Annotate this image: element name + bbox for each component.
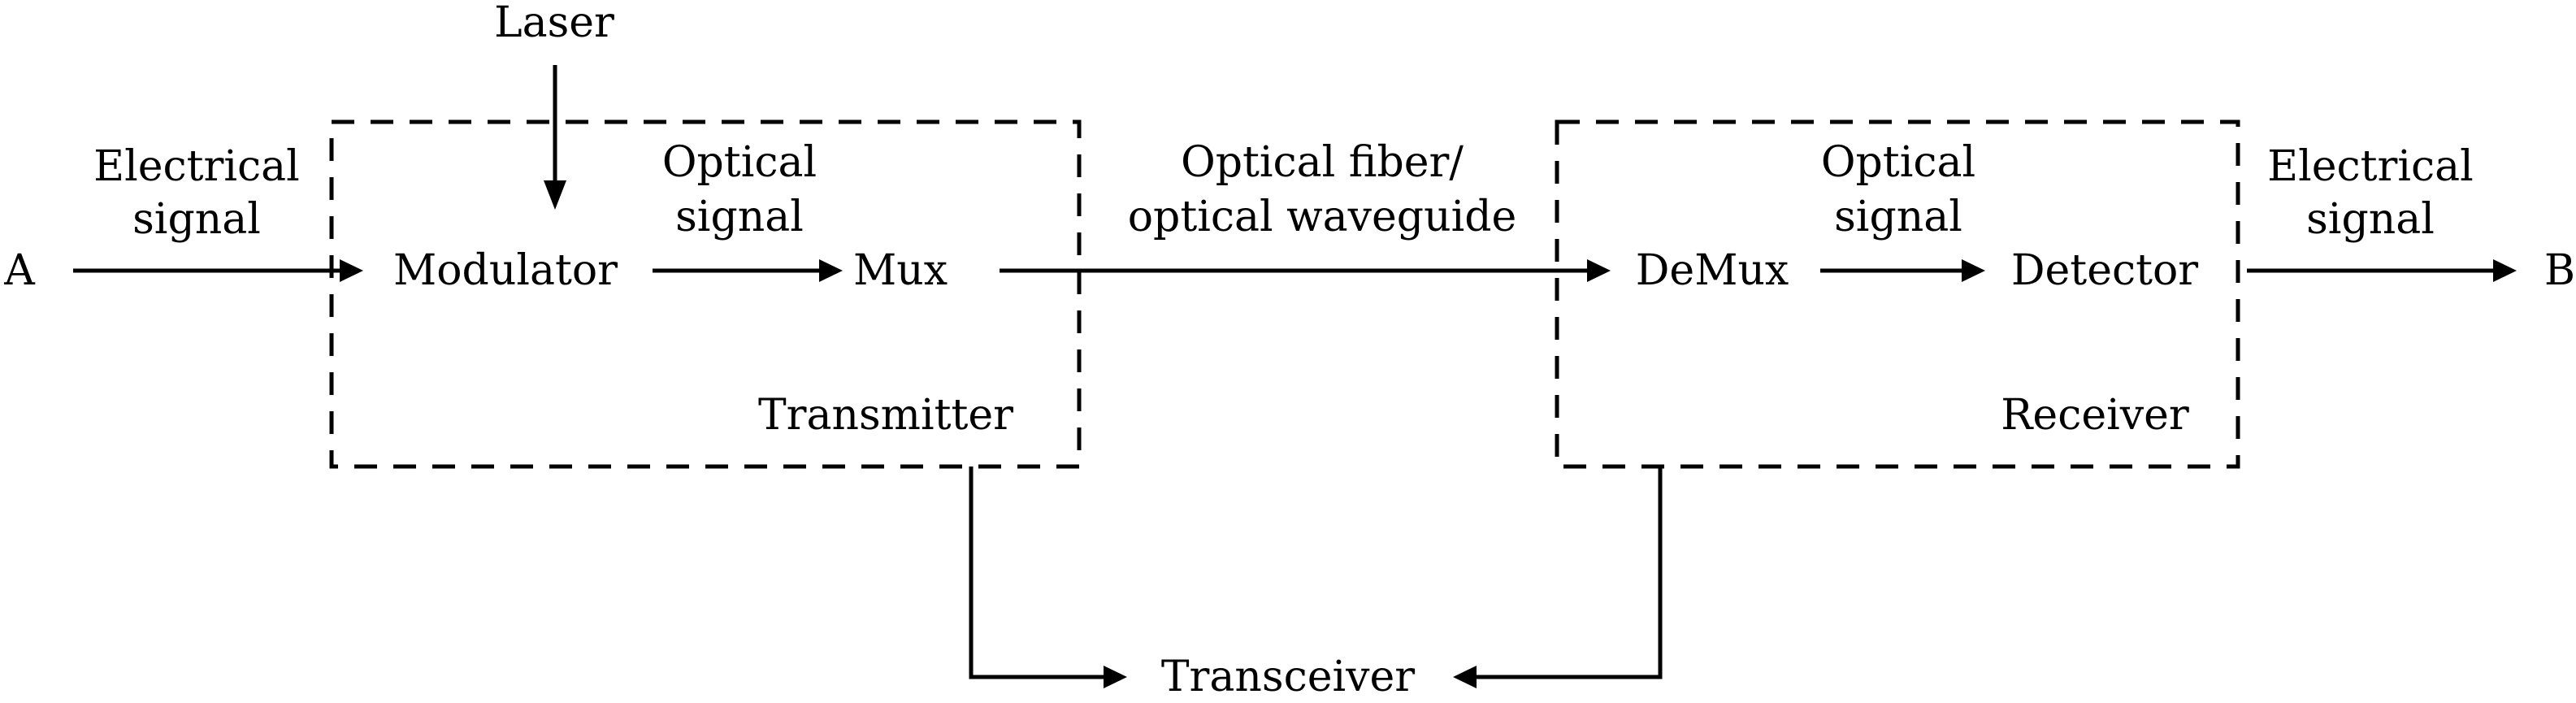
receiver-to-transceiver-head bbox=[1453, 666, 1477, 688]
channel-label-line1: Optical fiber/ bbox=[1181, 138, 1464, 187]
receiver-box bbox=[1555, 119, 2240, 469]
channel-label-line2: optical waveguide bbox=[1128, 193, 1517, 241]
left-link-label-line1: Electrical bbox=[93, 142, 300, 191]
left-link-label-line2: signal bbox=[132, 195, 261, 244]
tx-optical-label-line2: signal bbox=[675, 193, 804, 241]
mux-block: Mux bbox=[853, 246, 948, 295]
detector-to-b-head bbox=[2493, 259, 2517, 282]
right-link-label-line2: signal bbox=[2306, 195, 2435, 244]
receiver-label: Receiver bbox=[2001, 391, 2189, 440]
demux-block: DeMux bbox=[1636, 246, 1789, 295]
demux-to-detector-head bbox=[1962, 259, 1985, 282]
receiver-to-transceiver-line bbox=[1475, 466, 1663, 679]
transmitter-label: Transmitter bbox=[758, 391, 1013, 440]
laser-arrow-head bbox=[544, 180, 566, 210]
a-to-modulator-head bbox=[340, 259, 363, 282]
transceiver-label: Transceiver bbox=[1161, 653, 1415, 701]
modulator-block: Modulator bbox=[393, 246, 618, 295]
transmitter-to-transceiver-head bbox=[1104, 666, 1127, 688]
transmitter-box bbox=[329, 119, 1082, 469]
laser-label: Laser bbox=[494, 0, 614, 47]
right-link-label-line1: Electrical bbox=[2267, 142, 2474, 191]
endpoint-a: A bbox=[3, 246, 36, 295]
modulator-to-mux-head bbox=[819, 259, 843, 282]
mux-to-demux-head bbox=[1587, 259, 1611, 282]
endpoint-b: B bbox=[2544, 246, 2575, 295]
detector-block: Detector bbox=[2011, 246, 2198, 295]
transmitter-to-transceiver-line bbox=[969, 466, 1105, 679]
rx-optical-label-line2: signal bbox=[1834, 193, 1962, 241]
tx-optical-label-line1: Optical bbox=[662, 138, 817, 187]
rx-optical-label-line1: Optical bbox=[1821, 138, 1975, 187]
